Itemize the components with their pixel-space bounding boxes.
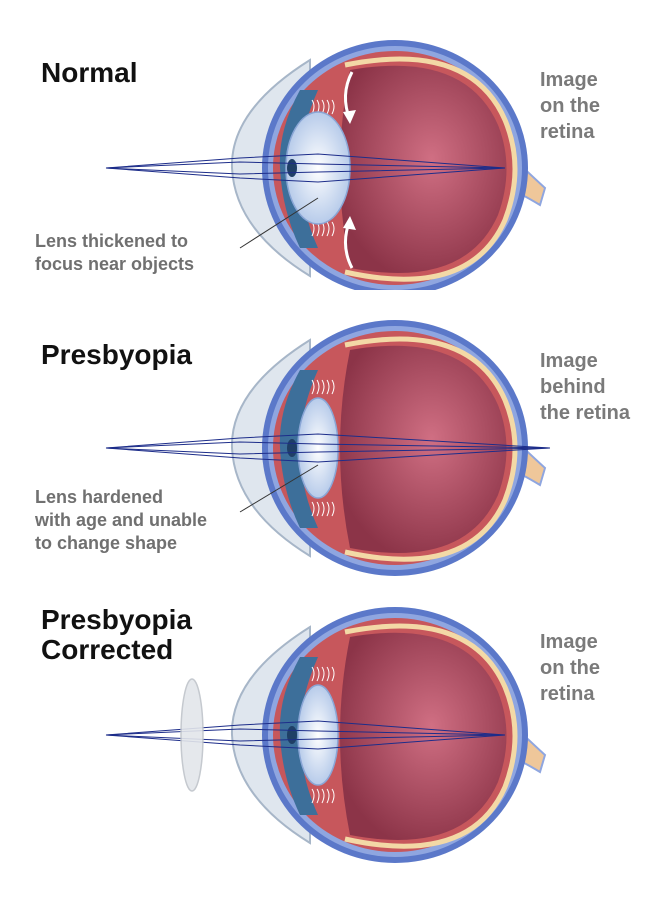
eye-diagram [105,607,547,863]
ciliary-fiber [326,666,330,682]
ciliary-fiber [311,666,315,682]
light-ray [105,167,506,175]
light-ray [105,734,506,742]
lens-callout: Lens thickened to focus near objects [35,231,195,274]
eye-diagram [105,40,547,290]
light-ray [105,441,551,449]
panel-normal: Normal Image on the retina Lens thickene… [0,0,667,290]
arrowhead [343,216,356,230]
panel-title: Normal [41,57,138,88]
callout-line [239,464,319,513]
light-ray [105,447,551,455]
ciliary-fiber [321,788,325,804]
ciliary-fiber [331,501,335,517]
crystalline-lens [297,397,339,499]
eye-group [105,320,551,576]
ciliary-fiber [321,501,325,517]
ciliary-fiber [326,99,330,115]
ciliary-fiber [316,379,320,395]
pupil [287,439,297,457]
crystalline-lens [297,684,339,786]
ciliary-fiber [331,221,335,237]
light-ray [105,167,506,183]
callout-line [239,197,319,249]
vitreous-body [340,345,507,553]
image-location-label: Image on the retina [540,69,600,143]
ciliary-fiber [316,666,320,682]
image-location-label: Image behind the retina [540,350,631,424]
panel-title: Presbyopia Corrected [41,604,192,665]
ciliary-fiber [316,788,320,804]
ciliary-fiber [331,666,335,682]
ciliary-fiber [331,788,335,804]
light-ray [105,433,551,449]
ciliary-fiber [311,501,315,517]
ciliary-fiber [331,99,335,115]
ciliary-fiber [326,379,330,395]
arrowhead [343,110,356,124]
ciliary-fiber [321,379,325,395]
corrective-lens [180,678,204,792]
retina [344,623,518,849]
retina [344,56,518,282]
light-ray [105,728,506,736]
ciliary-fiber [321,666,325,682]
ciliary-fiber [316,501,320,517]
panel-presbyopia-corrected: Presbyopia Corrected Image on the retina [0,575,667,865]
crystalline-lens [285,111,351,225]
eye-group [105,607,547,863]
light-ray [105,153,506,169]
eye-diagram [105,320,551,576]
panel-presbyopia: Presbyopia Image behind the retina Lens … [0,290,667,580]
pupil [287,726,297,744]
eye-group [105,40,547,290]
ciliary-fiber [311,379,315,395]
light-ray [105,720,506,736]
image-location-label: Image on the retina [540,631,600,705]
light-ray [105,447,551,463]
ciliary-fiber [311,788,315,804]
ciliary-fiber [326,221,330,237]
light-ray [105,161,506,169]
ciliary-fiber [331,379,335,395]
panel-title: Presbyopia [41,339,192,370]
ciliary-fiber [326,788,330,804]
ciliary-fiber [326,501,330,517]
lens-callout: Lens hardened with age and unable to cha… [35,487,208,553]
light-ray [105,734,506,750]
pupil [287,159,297,177]
